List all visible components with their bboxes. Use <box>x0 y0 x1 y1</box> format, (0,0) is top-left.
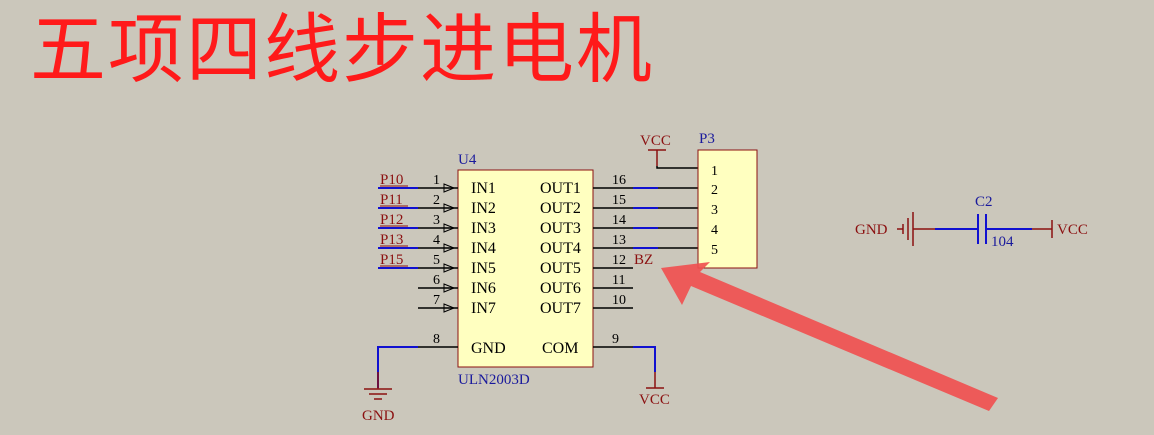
u4-pin-in2[interactable]: P11 2 IN2 <box>378 192 496 217</box>
u4-pin-in6[interactable]: 6 IN6 <box>418 273 496 297</box>
pin-number: 1 <box>433 173 440 188</box>
u4-pin-out7[interactable]: 10 OUT7 <box>540 293 633 317</box>
gnd-label: GND <box>362 408 395 424</box>
connector-p3[interactable]: P3 1 2 3 4 5 <box>697 131 758 269</box>
pin-number: 8 <box>433 332 440 347</box>
pin-name: IN5 <box>471 260 496 277</box>
u4-part: ULN2003D <box>458 372 530 388</box>
p3-pin-1: 1 <box>711 164 718 179</box>
pin-name: IN6 <box>471 280 496 297</box>
u4-pin-out5[interactable]: 12 BZ OUT5 <box>540 252 653 277</box>
pin-number: 15 <box>612 193 626 208</box>
c2-value: 104 <box>991 234 1014 250</box>
u4-pin-in7[interactable]: 7 IN7 <box>418 293 496 317</box>
u4-pin-in3[interactable]: P12 3 IN3 <box>378 212 496 237</box>
net-label-p15: P15 <box>380 252 403 268</box>
pin-name: IN7 <box>471 300 496 317</box>
p3-pin-3: 3 <box>711 203 718 218</box>
net-label-p13: P13 <box>380 232 403 248</box>
pin-number: 12 <box>612 253 626 268</box>
pin-name: COM <box>542 340 578 357</box>
u4-pin-in4[interactable]: P13 4 IN4 <box>378 232 496 257</box>
pin-name: OUT1 <box>540 180 581 197</box>
pin-name: OUT4 <box>540 240 581 257</box>
pin-name: OUT5 <box>540 260 581 277</box>
u4-pin-out1[interactable]: 16 OUT1 <box>540 173 698 197</box>
pin-name: IN3 <box>471 220 496 237</box>
pin-name: OUT6 <box>540 280 581 297</box>
pin-number: 2 <box>433 193 440 208</box>
u4-input-pins: P10 1 IN1 P11 2 IN2 P12 <box>378 172 496 317</box>
net-label-p11: P11 <box>380 192 403 208</box>
u4-pin-in1[interactable]: P10 1 IN1 <box>378 172 496 197</box>
net-label-p12: P12 <box>380 212 403 228</box>
pin-number: 5 <box>433 253 440 268</box>
c2-ref: C2 <box>975 194 993 210</box>
pin-name: GND <box>471 340 506 357</box>
pin-number: 4 <box>433 233 440 248</box>
vcc-symbol-com: VCC <box>639 372 670 408</box>
u4-pin-out3[interactable]: 14 OUT3 <box>540 213 698 237</box>
p3-pin-2: 2 <box>711 183 718 198</box>
vcc-label: VCC <box>640 133 671 149</box>
vcc-label: VCC <box>1057 222 1088 238</box>
pin-number: 11 <box>612 273 625 288</box>
pin-number: 14 <box>612 213 626 228</box>
p3-ref: P3 <box>699 131 715 147</box>
pin-number: 9 <box>612 332 619 347</box>
pin-name: OUT7 <box>540 300 581 317</box>
pin-name: OUT3 <box>540 220 581 237</box>
p3-pin-4: 4 <box>711 223 718 238</box>
u4-ref: U4 <box>458 152 477 168</box>
vcc-symbol-p3: VCC <box>640 133 698 169</box>
pin-name: IN4 <box>471 240 496 257</box>
capacitor-c2[interactable]: GND C2 104 VCC <box>855 194 1088 250</box>
net-label-bz: BZ <box>634 252 653 268</box>
pin-name: IN2 <box>471 200 496 217</box>
u4-pin-in5[interactable]: P15 5 IN5 <box>378 252 496 277</box>
u4-pin-out4[interactable]: 13 OUT4 <box>540 233 698 257</box>
page-title: 五项四线步进电机 <box>30 5 654 94</box>
pin-number: 6 <box>433 273 440 288</box>
u4-pin-out2[interactable]: 15 OUT2 <box>540 193 698 217</box>
p3-pin-5: 5 <box>711 243 718 258</box>
ic-u4[interactable]: U4 ULN2003D P10 1 IN1 P11 2 IN <box>377 152 698 388</box>
pin-number: 13 <box>612 233 626 248</box>
pin-number: 10 <box>612 293 626 308</box>
pin-number: 3 <box>433 213 440 228</box>
vcc-label: VCC <box>639 392 670 408</box>
u4-output-pins: 16 OUT1 15 OUT2 14 OUT3 13 <box>540 173 698 317</box>
pin-name: OUT2 <box>540 200 581 217</box>
gnd-label: GND <box>855 222 888 238</box>
gnd-symbol: GND <box>362 372 395 424</box>
pin-name: IN1 <box>471 180 496 197</box>
u4-pin-out6[interactable]: 11 OUT6 <box>540 273 633 297</box>
net-label-p10: P10 <box>380 172 403 188</box>
pin-number: 16 <box>612 173 626 188</box>
pin-number: 7 <box>433 293 440 308</box>
annotation-arrow <box>661 262 998 411</box>
u4-pin-com[interactable]: 9 COM <box>542 332 656 372</box>
